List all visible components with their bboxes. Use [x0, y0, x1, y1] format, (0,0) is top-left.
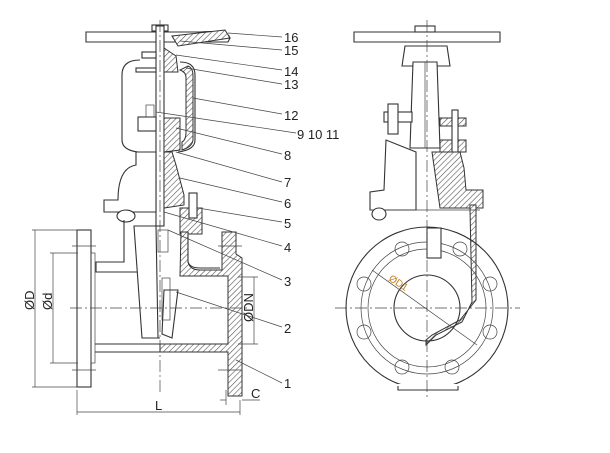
dim-inner-diameter: Ød	[40, 293, 55, 310]
part-label-8: 8	[284, 148, 291, 163]
yoke	[121, 59, 141, 153]
part-labels: 16 15 14 13 12 9 10 11 8 7 6 5 4 3 2 1	[284, 30, 339, 391]
side-view	[335, 20, 520, 400]
part-label-7: 7	[284, 175, 291, 190]
leader-lines	[155, 32, 297, 384]
front-section-view	[70, 20, 250, 397]
inlet-flange	[76, 229, 92, 388]
bonnet	[103, 151, 157, 213]
dim-outer-diameter: ØD	[22, 291, 37, 311]
dim-flange-thickness: C	[251, 386, 260, 401]
part-label-1: 1	[284, 376, 291, 391]
part-label-12: 12	[284, 108, 298, 123]
dimension-lines	[32, 229, 260, 415]
part-label-16: 16	[284, 30, 298, 45]
part-label-9-10-11: 9 10 11	[297, 127, 339, 142]
part-label-5: 5	[284, 216, 291, 231]
part-label-15: 15	[284, 43, 298, 58]
dim-length: L	[155, 398, 162, 413]
part-label-2: 2	[284, 321, 291, 336]
part-label-14: 14	[284, 64, 298, 79]
part-label-4: 4	[284, 240, 291, 255]
part-label-6: 6	[284, 196, 291, 211]
part-label-3: 3	[284, 274, 291, 289]
bolt-holes	[356, 241, 498, 375]
wedge	[133, 225, 159, 339]
part-label-13: 13	[284, 77, 298, 92]
